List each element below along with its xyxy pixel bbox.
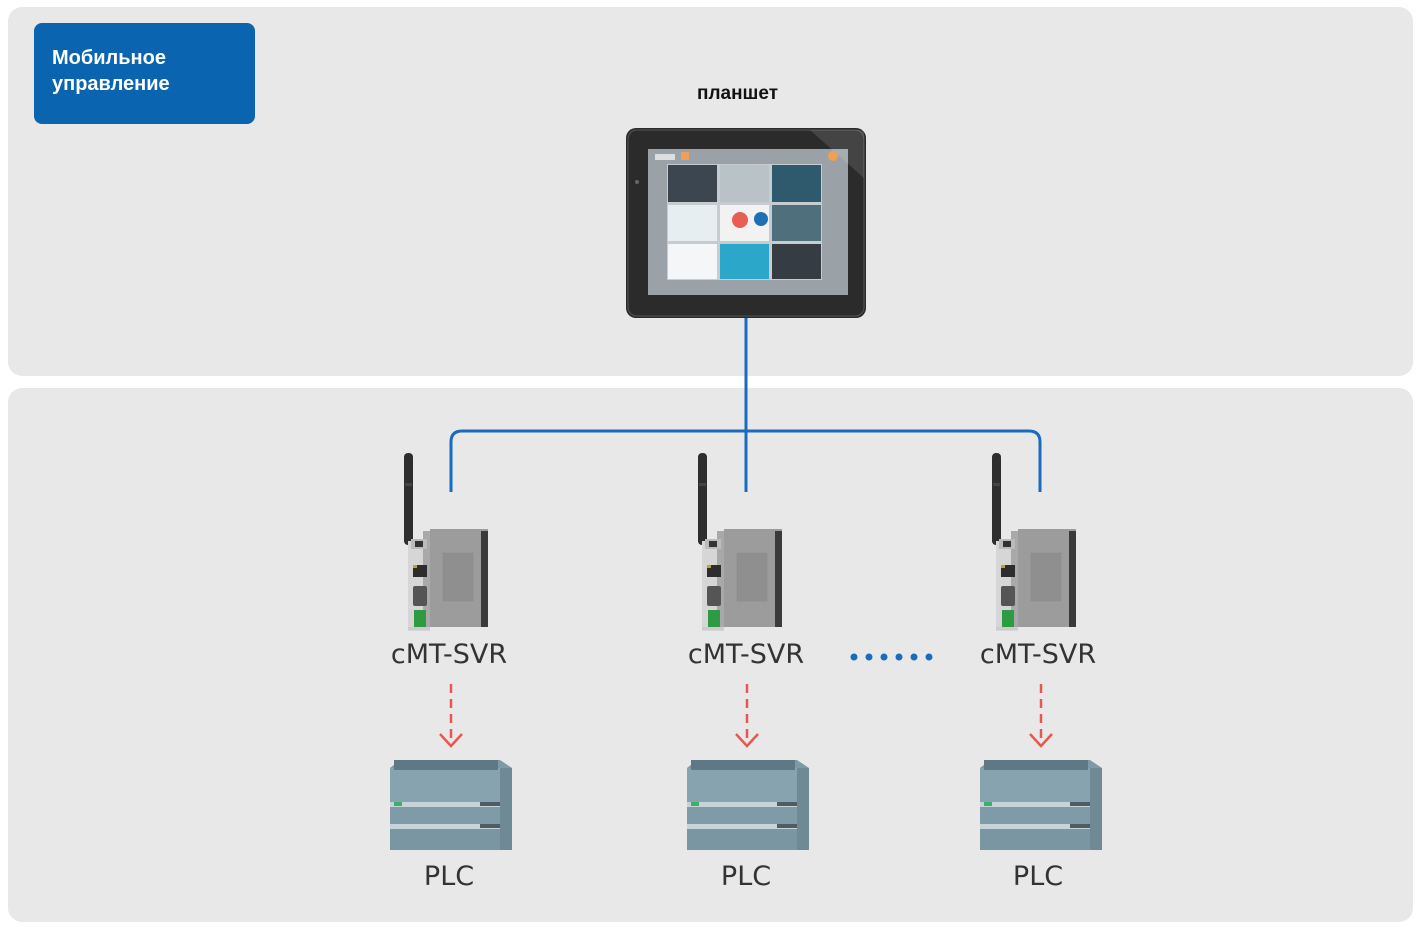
arrow-down-icon <box>735 684 759 748</box>
gateway-device-icon <box>404 453 488 631</box>
gateway-device-icon <box>992 453 1076 631</box>
plc-device-icon <box>390 760 512 850</box>
tablet-icon <box>626 128 866 318</box>
tablet-label: планшет <box>696 83 779 104</box>
plc-label: PLC <box>423 861 475 892</box>
arrow-down-icon <box>439 684 463 748</box>
gateway-label: cMT-SVR <box>390 639 508 670</box>
bus-line <box>449 429 1042 492</box>
gateway-label: cMT-SVR <box>979 639 1097 670</box>
plc-device-icon <box>980 760 1102 850</box>
plc-device-icon <box>687 760 809 850</box>
arrow-down-icon <box>1029 684 1053 748</box>
plc-label: PLC <box>1012 861 1064 892</box>
plc-label: PLC <box>720 861 772 892</box>
data-arrows <box>439 684 1053 748</box>
section-badge: Мобильное управление <box>34 23 255 124</box>
badge-line-1: Мобильное <box>52 47 166 69</box>
gateway-label: cMT-SVR <box>687 639 805 670</box>
gateway-device-icon <box>698 453 782 631</box>
badge-line-2: управление <box>52 73 170 95</box>
ellipsis-dots-icon <box>850 653 933 661</box>
network-lines <box>449 315 1042 492</box>
